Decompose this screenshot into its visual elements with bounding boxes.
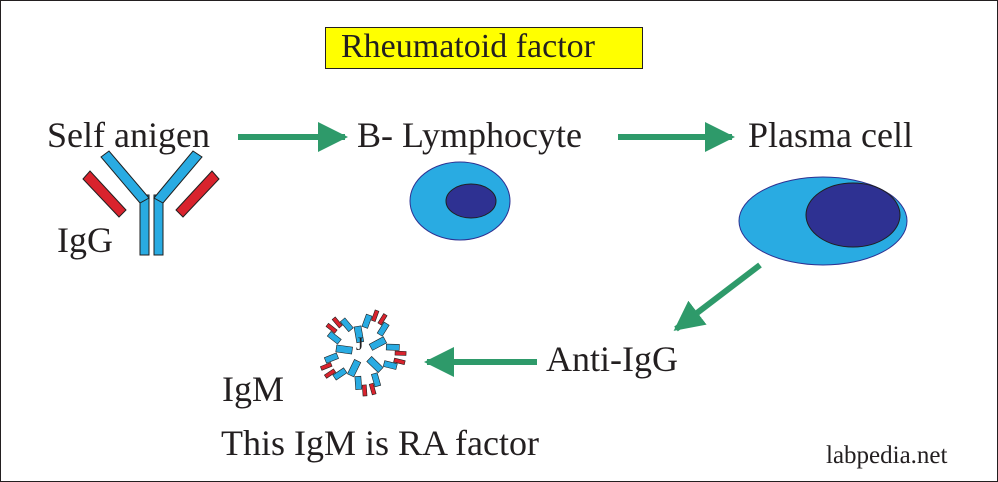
b-lymphocyte-cell-icon xyxy=(409,161,511,241)
anti-igg-label: Anti-IgG xyxy=(546,339,678,379)
title-highlight-box xyxy=(325,27,643,69)
igm-label: IgM xyxy=(222,369,284,409)
diagram-title: Rheumatoid factor xyxy=(341,28,595,65)
plasma-cell-label: Plasma cell xyxy=(748,115,913,155)
ra-factor-caption: This IgM is RA factor xyxy=(221,423,539,463)
self-antigen-label: Self anigen xyxy=(47,115,210,155)
j-chain-label: J xyxy=(356,334,364,355)
igm-pentamer-icon xyxy=(319,308,409,398)
igg-label: IgG xyxy=(57,220,113,260)
b-lymphocyte-label: B- Lymphocyte xyxy=(357,115,582,155)
arrow-plasma-to-anti-igg xyxy=(673,262,762,332)
igg-antibody-icon xyxy=(82,150,220,256)
plasma-cell-icon xyxy=(738,176,908,266)
source-credit: labpedia.net xyxy=(826,442,948,469)
